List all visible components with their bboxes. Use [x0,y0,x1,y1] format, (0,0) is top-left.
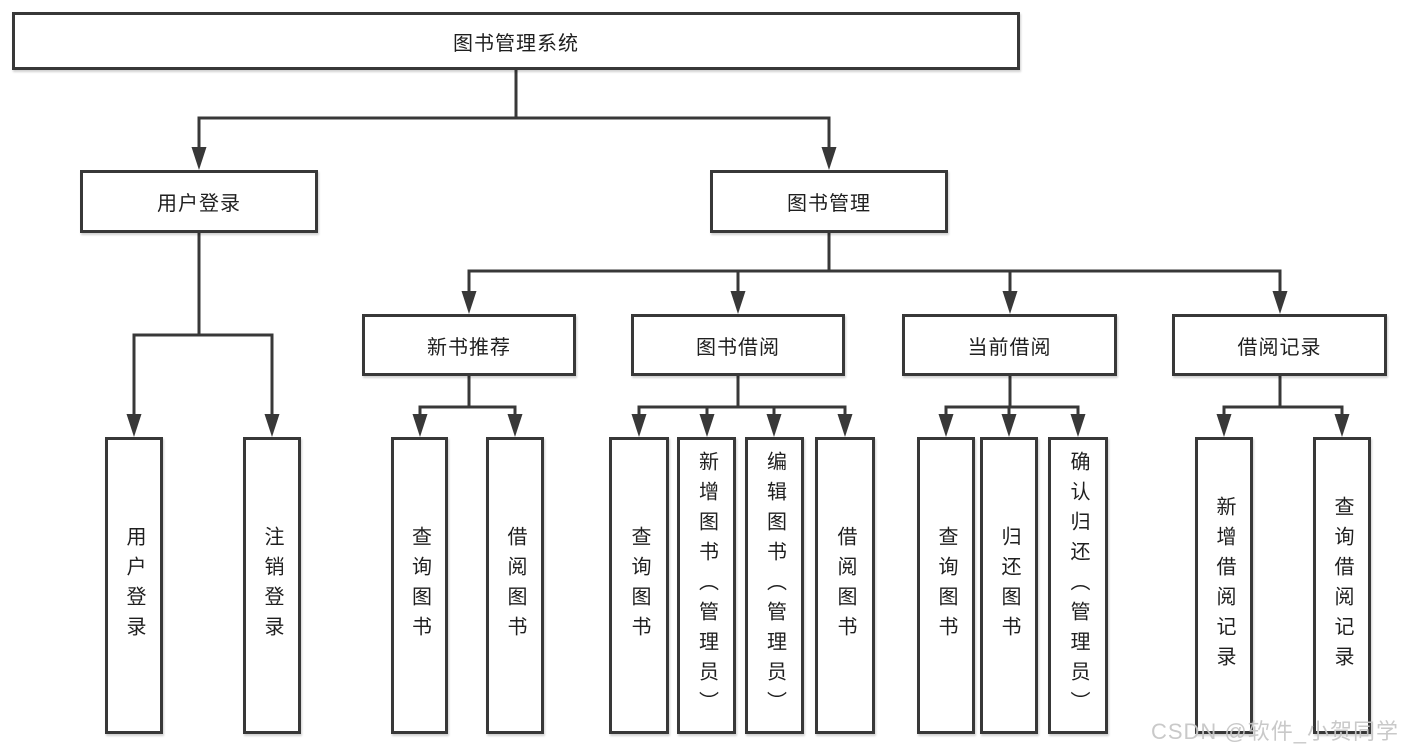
leaf-borrow-books-recommend: 借阅图书 [486,437,544,734]
node-label: 借阅记录 [1237,336,1322,359]
leaf-add-borrow-record: 新增借阅记录 [1195,437,1253,734]
leaf-logout: 注销登录 [243,437,301,734]
leaf-query-borrow-record: 查询借阅记录 [1313,437,1371,734]
node-user-login-branch: 用户登录 [80,170,318,233]
node-borrow-records: 借阅记录 [1172,314,1387,376]
node-root-label: 图书管理系统 [453,32,579,55]
leaf-query-books-current: 查询图书 [917,437,975,734]
leaf-label: 查询图书 [408,525,431,646]
node-root-system: 图书管理系统 [12,12,1020,70]
node-book-borrow: 图书借阅 [631,314,845,376]
csdn-watermark: CSDN @软件_小贺同学 [1150,719,1399,744]
leaf-borrow-books: 借阅图书 [815,437,875,734]
leaf-return-books: 归还图书 [980,437,1038,734]
leaf-label: 借阅图书 [504,525,526,646]
node-label: 新书推荐 [427,336,511,359]
leaf-label: 查询借阅记录 [1331,495,1353,676]
leaf-label: 用户登录 [123,525,145,646]
leaf-label: 新增借阅记录 [1213,495,1235,676]
leaf-label: 编辑图书（管理员） [763,450,786,721]
leaf-label: 确认归还（管理员） [1067,450,1089,721]
leaf-label: 新增图书（管理员） [695,450,718,721]
leaf-confirm-return-admin: 确认归还（管理员） [1048,437,1108,734]
leaf-label: 查询图书 [935,525,957,646]
leaf-add-books-admin: 新增图书（管理员） [677,437,736,734]
node-book-management-branch: 图书管理 [710,170,948,233]
leaf-label: 借阅图书 [834,525,856,646]
leaf-edit-books-admin: 编辑图书（管理员） [745,437,804,734]
node-new-book-recommend: 新书推荐 [362,314,576,376]
leaf-label: 注销登录 [261,525,283,646]
leaf-query-books-borrow: 查询图书 [609,437,669,734]
node-current-borrow: 当前借阅 [902,314,1117,376]
node-label: 图书管理 [787,193,871,215]
leaf-label: 归还图书 [998,525,1020,646]
leaf-label: 查询图书 [628,525,650,646]
node-label: 图书借阅 [696,336,780,359]
node-label: 用户登录 [157,193,241,215]
leaf-user-login: 用户登录 [105,437,163,734]
leaf-query-books-recommend: 查询图书 [391,437,448,734]
node-label: 当前借阅 [967,336,1052,359]
